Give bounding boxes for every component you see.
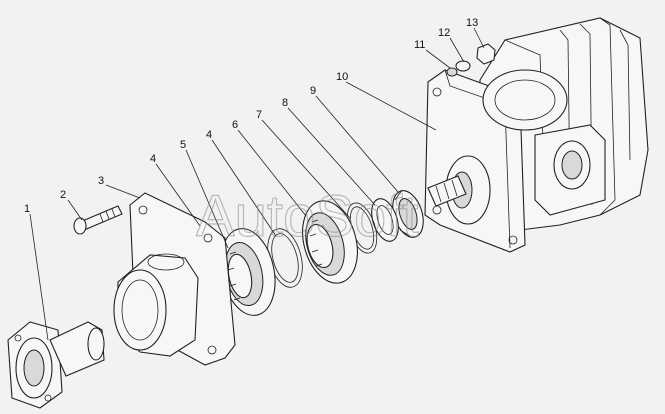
callout-4a: 4 [150,153,156,165]
part-1-shaft [7,321,105,409]
part-4-bearing [220,228,276,316]
part-10-housing [424,17,649,253]
callout-9: 9 [310,85,316,97]
part-6-bearing [302,200,358,284]
callout-3: 3 [98,175,104,187]
callout-6: 6 [232,119,238,131]
callout-labels: 1 2 3 4 5 4 6 7 8 9 10 11 12 13 [24,17,478,215]
callout-13: 13 [466,17,478,29]
callout-11: 11 [414,39,425,51]
callout-10: 10 [336,71,348,83]
part-3-cover [113,192,236,366]
callout-1: 1 [24,203,30,215]
callout-5: 5 [180,139,186,151]
part-2-bolt [73,205,123,235]
leader-lines [29,27,485,341]
part-9-seal [392,189,424,238]
part-8-ring [371,198,399,242]
watermark-text: AutoSoft [196,184,418,249]
callout-12: 12 [438,27,450,39]
callout-7: 7 [256,109,262,121]
callout-8: 8 [282,97,288,109]
callout-4b: 4 [206,129,212,141]
callout-2: 2 [60,189,66,201]
